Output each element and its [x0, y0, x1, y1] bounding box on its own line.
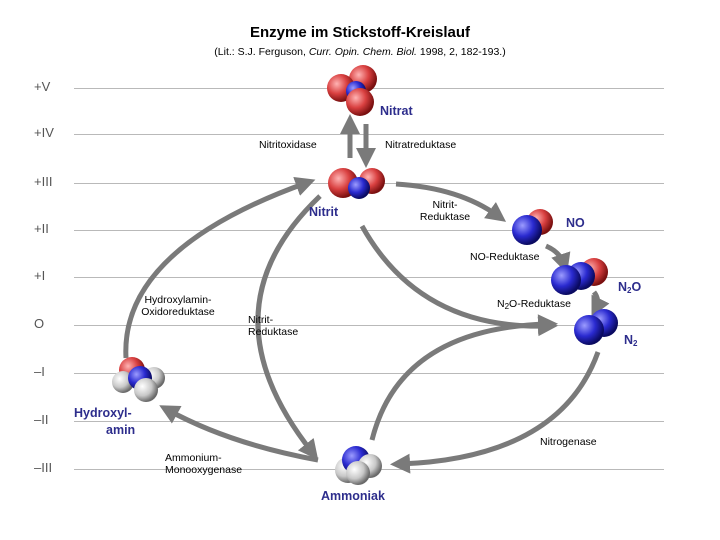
- arrow-hydroxylamin-to-nitrit: [123, 176, 316, 359]
- gridline: [74, 230, 664, 231]
- enzyme-n2o-reduktase-pre: N: [497, 298, 505, 310]
- diagram-title: Enzyme im Stickstoff-Kreislauf: [249, 24, 471, 41]
- label-nitrat: Nitrat: [380, 104, 413, 118]
- gridline: [74, 134, 664, 135]
- enzyme-nitrit-reduktase-b: Nitrit-Reduktase: [248, 314, 298, 338]
- level-plus-1: +I: [34, 268, 46, 283]
- citation-suffix: 1998, 2, 182-193.): [416, 46, 506, 58]
- level-plus-4: +IV: [34, 125, 54, 140]
- nitrit-molecule: [328, 168, 385, 199]
- nitrat-molecule: [327, 65, 377, 116]
- enzyme-nitratreduktase: Nitratreduktase: [385, 139, 457, 151]
- gridline: [74, 325, 664, 326]
- enzyme-ammonium-monooxygenase: Ammonium-Monooxygenase: [165, 452, 242, 476]
- arrow-nitrit-to-ammoniak: [255, 194, 322, 460]
- enzyme-nitrit-reduktase: Nitrit-Reduktase: [410, 199, 480, 223]
- arrow-n2o-to-n2: [591, 290, 610, 317]
- enzyme-hydroxylamin-oxido-line2: Oxidoreduktase: [141, 306, 215, 318]
- label-nitrit: Nitrit: [309, 205, 339, 219]
- citation-journal: Curr. Opin. Chem. Biol.: [308, 46, 417, 58]
- label-n2-base: N: [624, 333, 634, 347]
- label-n2o: N2O: [618, 280, 641, 298]
- arrow-ammoniak-to-n2: [369, 314, 558, 441]
- enzyme-no-reduktase: NO-Reduktase: [470, 251, 540, 263]
- level-minus-2: –II: [34, 412, 49, 427]
- enzyme-n2o-reduktase: N2O-Reduktase: [497, 298, 571, 313]
- n2-molecule: [574, 309, 618, 345]
- enzyme-ammonium-mono-line1: Ammonium-: [165, 452, 222, 464]
- enzyme-nitrit-reduktase-b-line1: Nitrit-: [248, 314, 274, 326]
- citation: (Lit.: S.J. Ferguson, Curr. Opin. Chem. …: [0, 46, 720, 58]
- level-plus-2: +II: [34, 221, 49, 236]
- label-n2-sub: 2: [633, 339, 638, 348]
- reaction-arrows: [123, 114, 610, 474]
- gridline: [74, 421, 664, 422]
- enzyme-n2o-reduktase-sub: 2: [504, 302, 510, 311]
- label-no: NO: [566, 216, 585, 230]
- ammoniak-molecule: [335, 446, 382, 485]
- enzyme-hydroxylamin-oxidoreduktase: Hydroxylamin-Oxidoreduktase: [128, 294, 228, 318]
- arrow-nitrit-to-no: [395, 181, 507, 222]
- label-n2o-end: O: [631, 280, 642, 294]
- enzyme-nitrit-reduktase-line1: Nitrit-: [432, 199, 458, 211]
- level-plus-5: +V: [34, 79, 51, 94]
- gridline: [74, 373, 664, 374]
- enzyme-nitrogenase: Nitrogenase: [540, 436, 597, 448]
- level-plus-3: +III: [34, 174, 53, 189]
- enzyme-nitrit-reduktase-line2: Reduktase: [419, 211, 471, 223]
- level-minus-1: –I: [34, 364, 45, 379]
- label-n2o-base: N: [618, 280, 628, 294]
- enzyme-nitrit-reduktase-b-line2: Reduktase: [248, 326, 299, 338]
- label-ammoniak: Ammoniak: [321, 489, 385, 503]
- label-n2: N2: [624, 333, 637, 351]
- n2o-molecule: [551, 258, 608, 295]
- enzyme-hydroxylamin-oxido-line1: Hydroxylamin-: [144, 294, 212, 306]
- arrow-n2-to-ammoniak: [390, 351, 601, 474]
- enzyme-nitritoxidase: Nitritoxidase: [259, 139, 317, 151]
- citation-prefix: (Lit.: S.J. Ferguson,: [214, 46, 309, 58]
- label-hydroxylamin-1: Hydroxyl-: [74, 406, 132, 420]
- label-hydroxylamin-2: amin: [106, 423, 136, 437]
- enzyme-n2o-reduktase-post: O-Reduktase: [509, 298, 571, 310]
- level-minus-3: –III: [34, 460, 53, 475]
- gridline: [74, 277, 664, 278]
- label-n2o-sub: 2: [627, 286, 632, 295]
- arrow-no-to-n2o: [544, 243, 571, 274]
- hydroxylamin-molecule: [112, 357, 165, 402]
- level-zero: O: [34, 316, 45, 331]
- no-molecule: [512, 209, 553, 245]
- enzyme-ammonium-mono-line2: Monooxygenase: [165, 464, 243, 476]
